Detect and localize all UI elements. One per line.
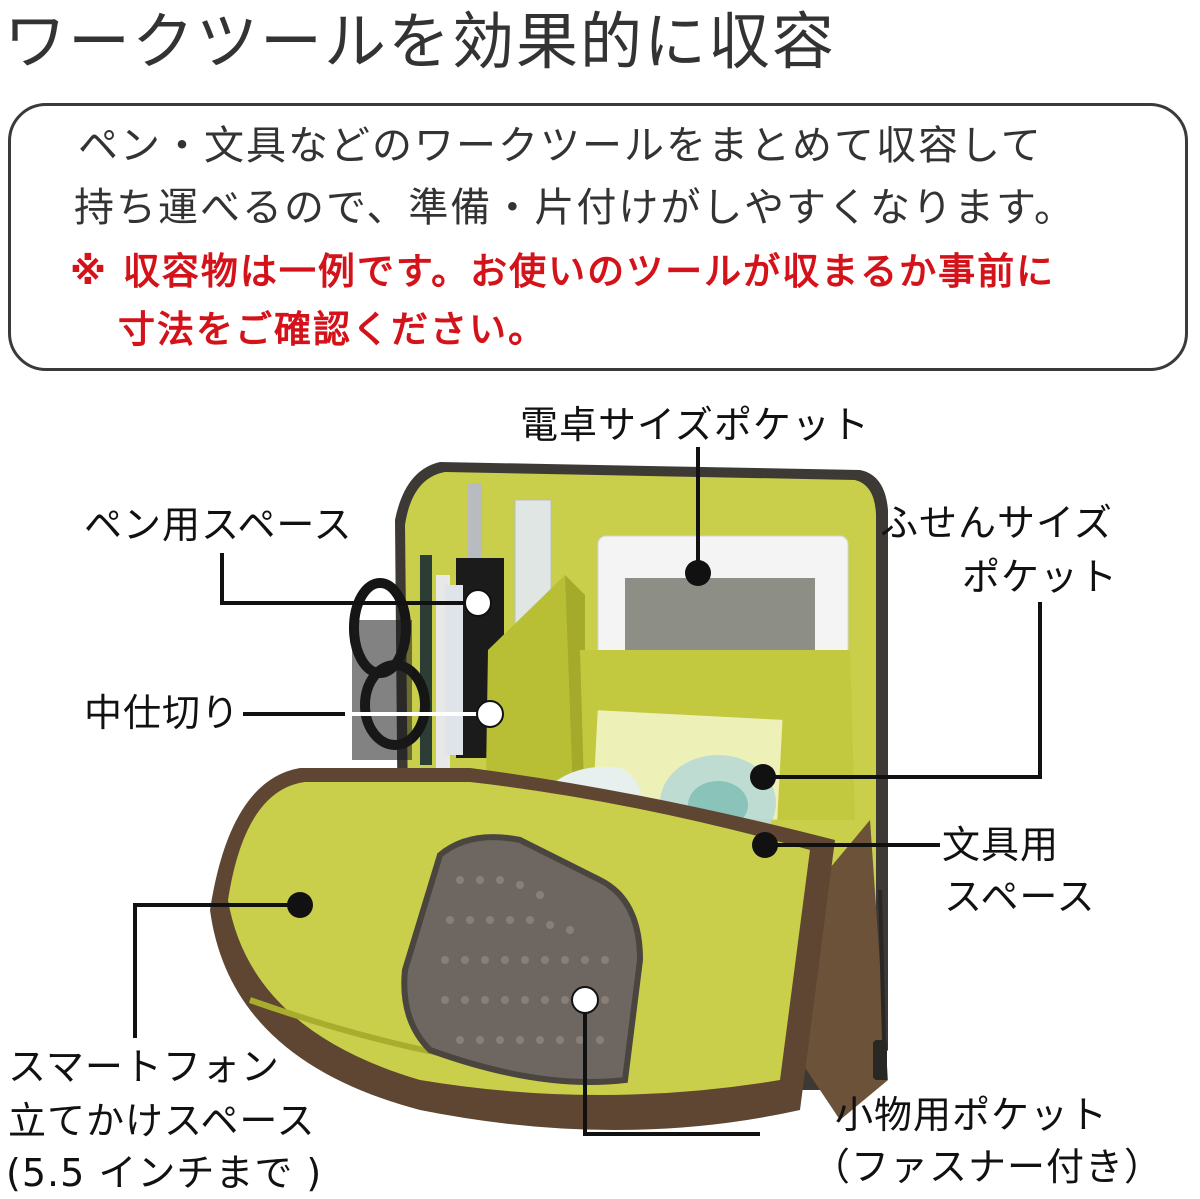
calculator-pocket-dot [685,560,711,586]
small-items-pocket-label-line2: （ファスナー付き） [812,1145,1164,1189]
smartphone-stand-label-line2: 立てかけスペース [8,1099,316,1143]
small-items-pocket-dot [571,986,599,1014]
stationery-space-dot [752,832,778,858]
warning-line-1: ※ 収容物は一例です。お使いのツールが収まるか事前に [70,250,1056,293]
warning-line-2: 寸法をご確認ください。 [118,308,547,351]
divider-dot [476,700,504,728]
stationery-space-label-line2: スペース [944,875,1096,919]
pen-space-label: ペン用スペース [84,503,353,547]
divider-label: 中仕切り [84,691,241,735]
stationery-space-label-line1: 文具用 [942,823,1060,867]
sticky-note-pocket-dot [750,764,776,790]
sticky-note-pocket-label-line2: ポケット [962,555,1119,599]
smartphone-stand-label-line3: (5.5 インチまで ) [6,1151,323,1195]
calculator-pocket-label: 電卓サイズポケット [520,403,870,447]
smartphone-stand-label-line1: スマートフォン [8,1045,280,1089]
notice-box [8,103,1188,371]
notice-line-1: ペン・文具などのワークツールをまとめて収容して [78,123,1043,169]
smartphone-stand-dot [287,892,313,918]
pen-space-dot [464,589,492,617]
small-items-pocket-label-line1: 小物用ポケット [835,1093,1109,1137]
sticky-note-pocket-label-line1: ふせんサイズ [880,501,1113,545]
page-title: ワークツールを効果的に収容 [4,5,837,78]
notice-line-2: 持ち運べるので、準備・片付けがしやすくなります。 [74,185,1076,231]
